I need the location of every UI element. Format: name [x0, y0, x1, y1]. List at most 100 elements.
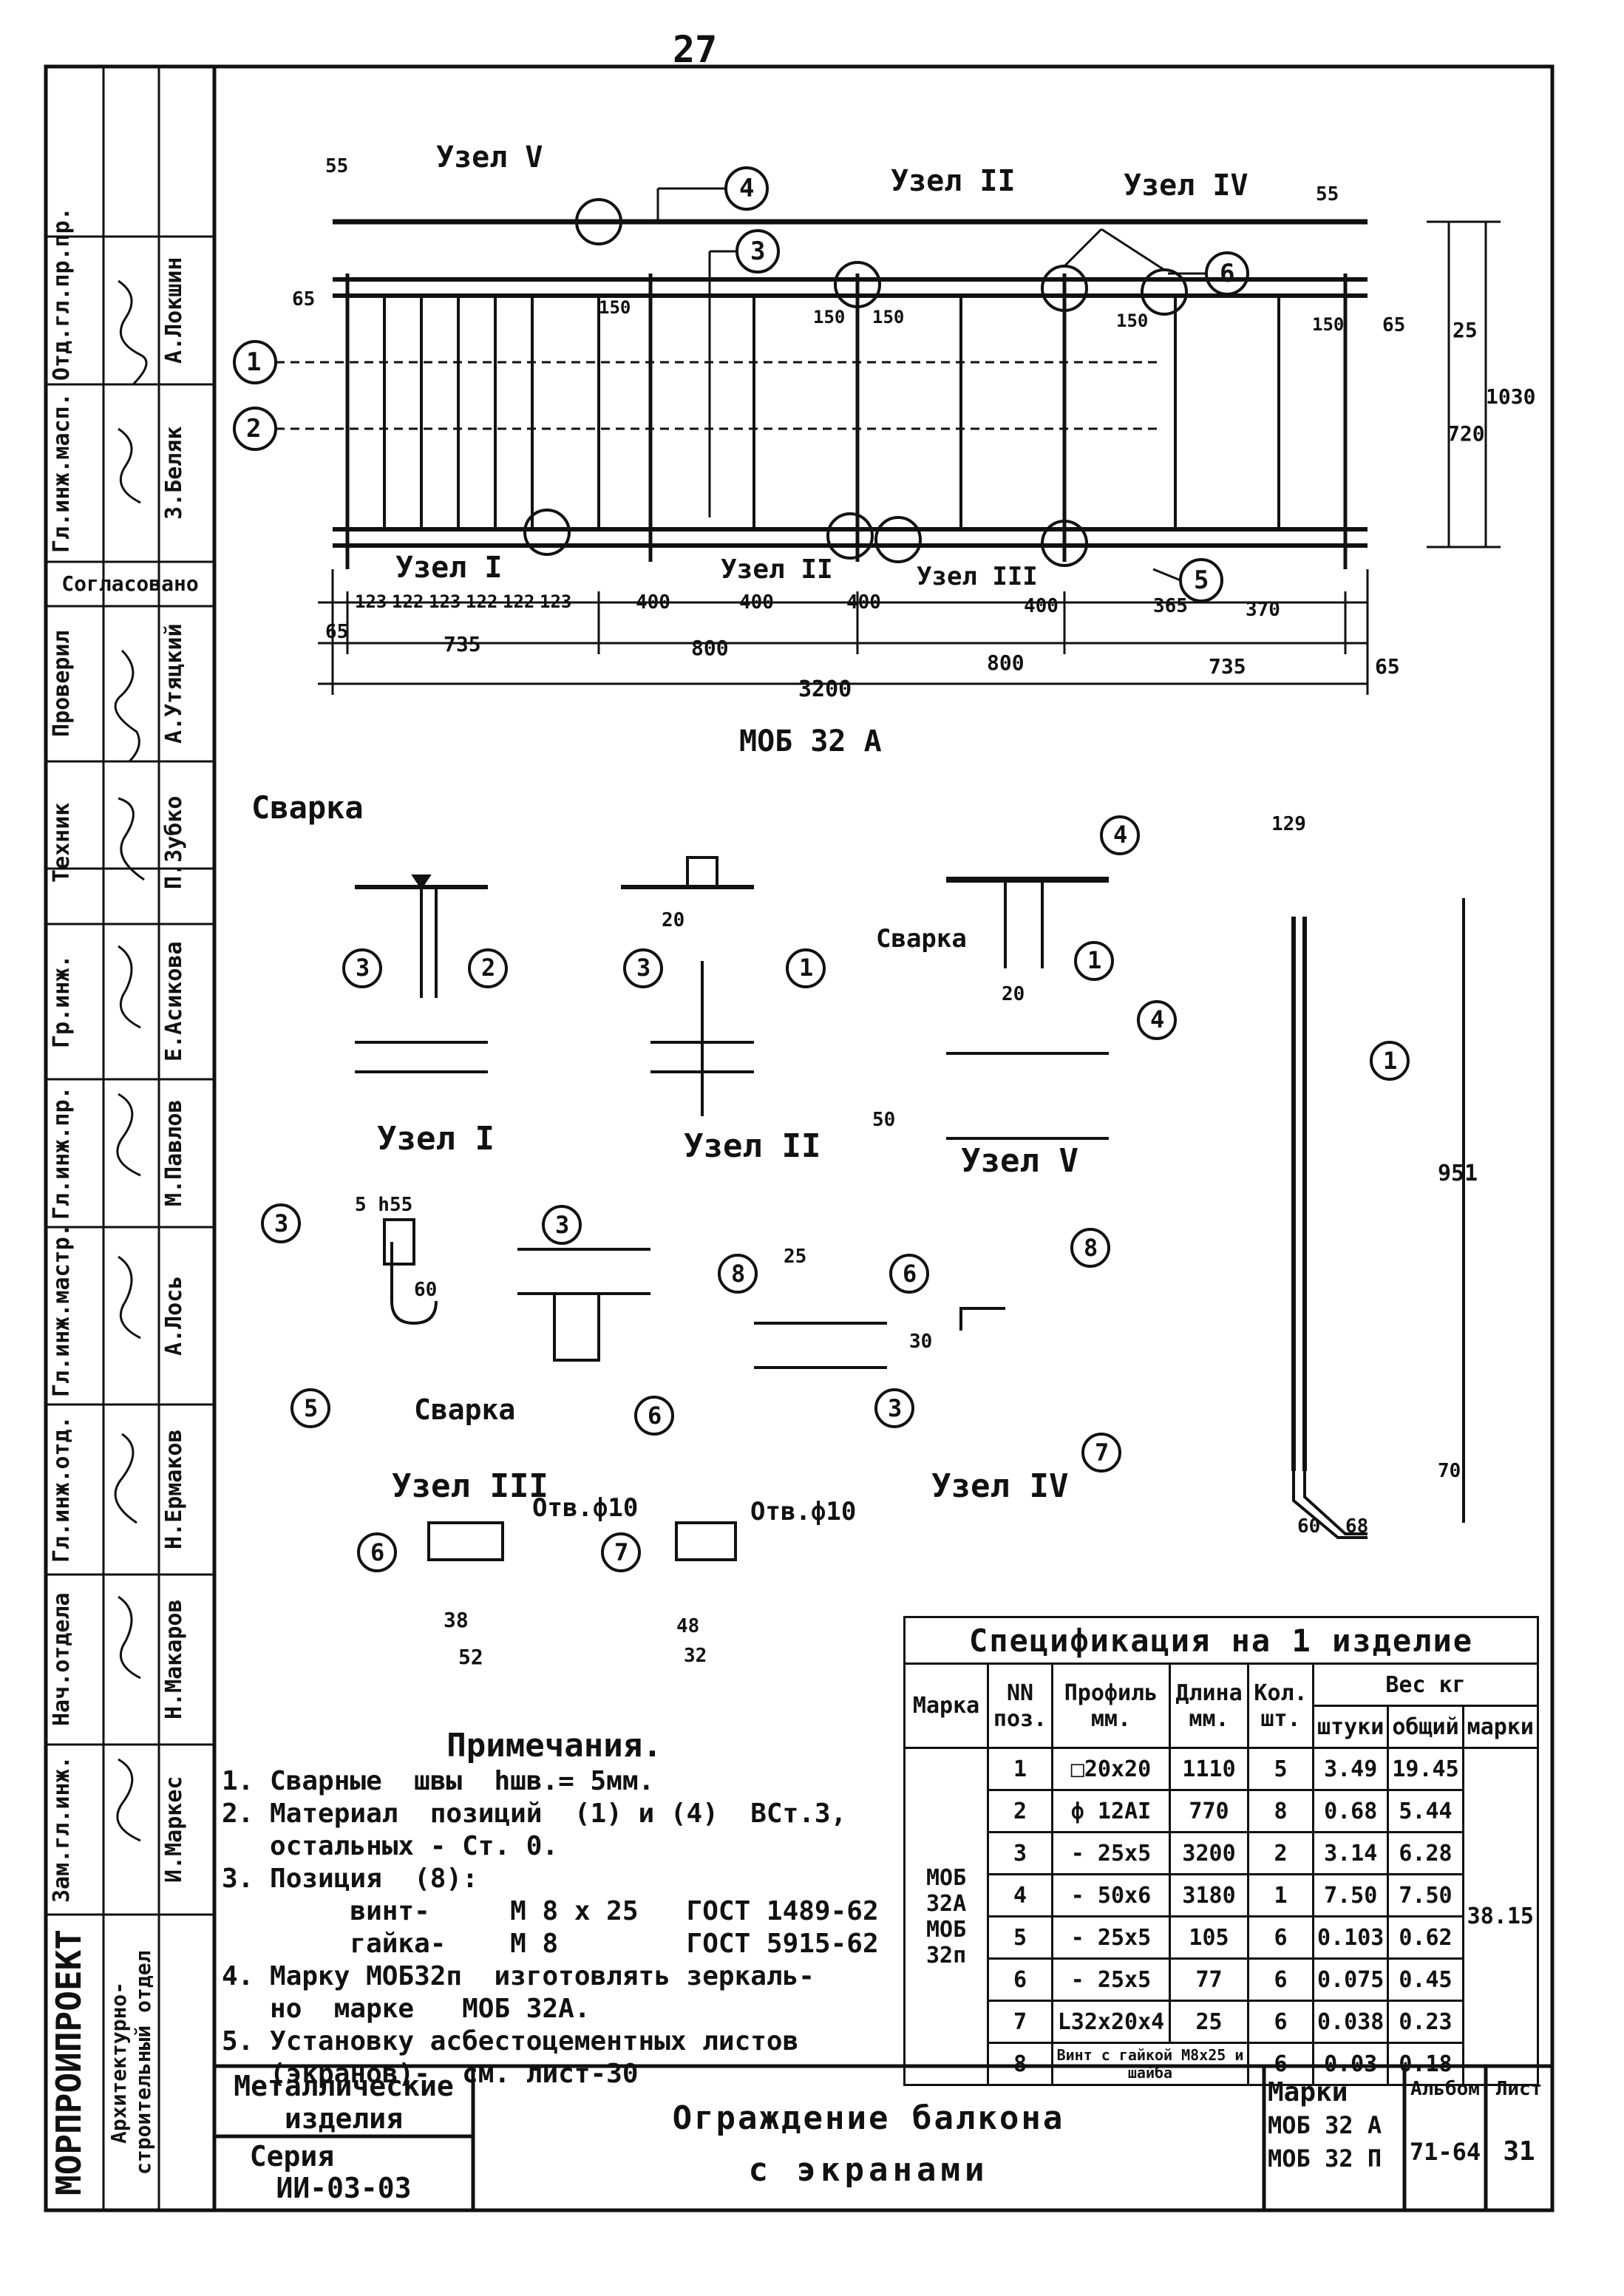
tb-marks2: МОБ 32 П: [1268, 2144, 1382, 2173]
cell: 7.50: [1312, 1873, 1390, 1918]
cell: 0.62: [1387, 1915, 1464, 1960]
stamp-name: З.Беляк: [161, 426, 187, 520]
tb-series-label: Серия: [249, 2140, 335, 2173]
tb-marks: МОБ 32 А: [1268, 2111, 1382, 2139]
table-row: 3 - 25х5 3200 2 3.14 6.28: [905, 1831, 1538, 1875]
cell: 7.50: [1387, 1873, 1464, 1918]
weld-label: Сварка: [251, 789, 364, 826]
node-label: Узел V: [436, 140, 543, 174]
detail-callout: 3: [356, 954, 370, 982]
dim-label: 68: [1345, 1515, 1369, 1538]
cell: 6: [1247, 2000, 1315, 2044]
cell: - 25х5: [1050, 1831, 1172, 1875]
dim-label: 60: [1297, 1515, 1321, 1538]
detail-callout: 6: [370, 1538, 385, 1566]
cell: 7: [987, 2000, 1053, 2044]
cell: 5.44: [1387, 1789, 1464, 1833]
stamp-role: Гр.инж.: [49, 954, 75, 1049]
hole-label: Отв.ф10: [532, 1493, 639, 1523]
dim-label: 735: [444, 632, 481, 656]
cell: ф 12АI: [1050, 1789, 1172, 1833]
spec-head: Длина мм.: [1168, 1662, 1250, 1749]
table-row: 5 - 25х5 105 6 0.103 0.62: [905, 1915, 1538, 1960]
cell: 8: [1247, 1789, 1315, 1833]
cell: 2: [987, 1789, 1053, 1833]
spec-head: Вес кг: [1312, 1662, 1539, 1707]
stamp-name: М.Павлов: [161, 1099, 187, 1207]
cell: 3: [987, 1831, 1053, 1875]
cell: 25: [1168, 2000, 1250, 2044]
cell: 105: [1168, 1915, 1250, 1960]
details-drawing: [261, 815, 1465, 1572]
dim-label: 800: [691, 636, 729, 660]
node-label: Узел III: [917, 562, 1038, 591]
detail-callout: 1: [1087, 946, 1102, 974]
dim-label: 20: [662, 909, 685, 931]
node-label: Узел I: [395, 551, 503, 585]
detail-callout: 6: [648, 1402, 662, 1430]
cell: 0.03: [1312, 2042, 1390, 2086]
cell: 6: [1247, 1915, 1315, 1960]
dim-label: 400: [1024, 595, 1059, 617]
dim-label: 400: [739, 591, 774, 614]
dim-label: 400: [846, 591, 881, 614]
dim-label: 48: [676, 1615, 700, 1637]
cell: 0.23: [1387, 2000, 1464, 2044]
spec-mark-weight: 38.15: [1461, 1747, 1540, 2086]
cell: 19.45: [1387, 1747, 1464, 1791]
dim-label: 123: [355, 591, 387, 612]
cell: 3200: [1168, 1831, 1250, 1875]
stamp-role: Гл.инж.отд.: [49, 1416, 75, 1563]
detail-callout: 2: [481, 954, 496, 982]
weld-label: Сварка: [876, 924, 967, 954]
table-row: 4 - 50х6 3180 1 7.50 7.50: [905, 1873, 1538, 1918]
note-line: 4. Марку МОБ32п изготовлять зеркаль-: [222, 1961, 815, 1991]
stamp-role: Отд.гл.пр.пр.: [49, 207, 75, 381]
stamp-role: Гл.инж.масп.: [49, 393, 75, 554]
detail-callout: 3: [555, 1211, 570, 1239]
table-row: 8 Винт с гайкой М8х25 и шайба 6 0.03 0.1…: [905, 2042, 1538, 2086]
cell: 6: [1247, 1957, 1315, 2002]
cell: 770: [1168, 1789, 1250, 1833]
dim-label: 70: [1438, 1460, 1461, 1482]
note-line: гайка- М 8 ГОСТ 5915-62: [222, 1929, 879, 1959]
tb-sheet-label: Лист: [1495, 2078, 1543, 2100]
tb-name-1: Ограждение балкона: [672, 2099, 1065, 2137]
cell: 8: [987, 2042, 1053, 2086]
callout-label: 5: [1194, 565, 1209, 595]
node-title: Узел V: [961, 1142, 1078, 1180]
stamp-name: А.Локшин: [161, 257, 187, 364]
note-line: 3. Позиция (8):: [222, 1864, 478, 1894]
tb-marks-label: Марки: [1268, 2077, 1348, 2108]
cell: Винт с гайкой М8х25 и шайба: [1050, 2042, 1250, 2086]
dim-label: 951: [1438, 1161, 1478, 1186]
cell: 77: [1168, 1957, 1250, 2002]
tb-sheet: 31: [1503, 2136, 1535, 2167]
cell: 0.45: [1387, 1957, 1464, 2002]
cell: 0.18: [1387, 2042, 1464, 2086]
signatures: [114, 279, 148, 1842]
dim-label: 129: [1271, 813, 1306, 835]
table-row: 7 L32х20х4 25 6 0.038 0.23: [905, 2000, 1538, 2044]
callout-label: 4: [739, 174, 755, 203]
spec-subhead: штуки: [1312, 1705, 1390, 1749]
node-title: Узел II: [684, 1127, 821, 1165]
notes-block: Примечания. 1. Сварные швы hшв.= 5мм. 2.…: [222, 1730, 887, 2090]
dim-label: 720: [1447, 421, 1485, 446]
node-label: Узел IV: [1124, 169, 1248, 203]
cell: 6: [987, 1957, 1053, 2002]
dim-label: 32: [684, 1645, 707, 1667]
cell: 3.14: [1312, 1831, 1390, 1875]
notes-title: Примечания.: [446, 1727, 662, 1765]
stamp-org: МОРПРОИПРОЕКТ: [49, 1929, 89, 2196]
callout-label: 3: [750, 237, 766, 266]
cell: 1110: [1168, 1747, 1250, 1791]
spec-head: Кол. шт.: [1247, 1662, 1315, 1749]
spec-subhead: марки: [1461, 1705, 1540, 1749]
dim-label: 25: [1453, 318, 1478, 342]
stamp-role: Гл.инж.мастр.: [49, 1223, 75, 1397]
dim-label: 30: [909, 1331, 933, 1353]
callout-label: 2: [246, 414, 262, 444]
detail-callout: 1: [799, 954, 814, 982]
cell: 4: [987, 1873, 1053, 1918]
